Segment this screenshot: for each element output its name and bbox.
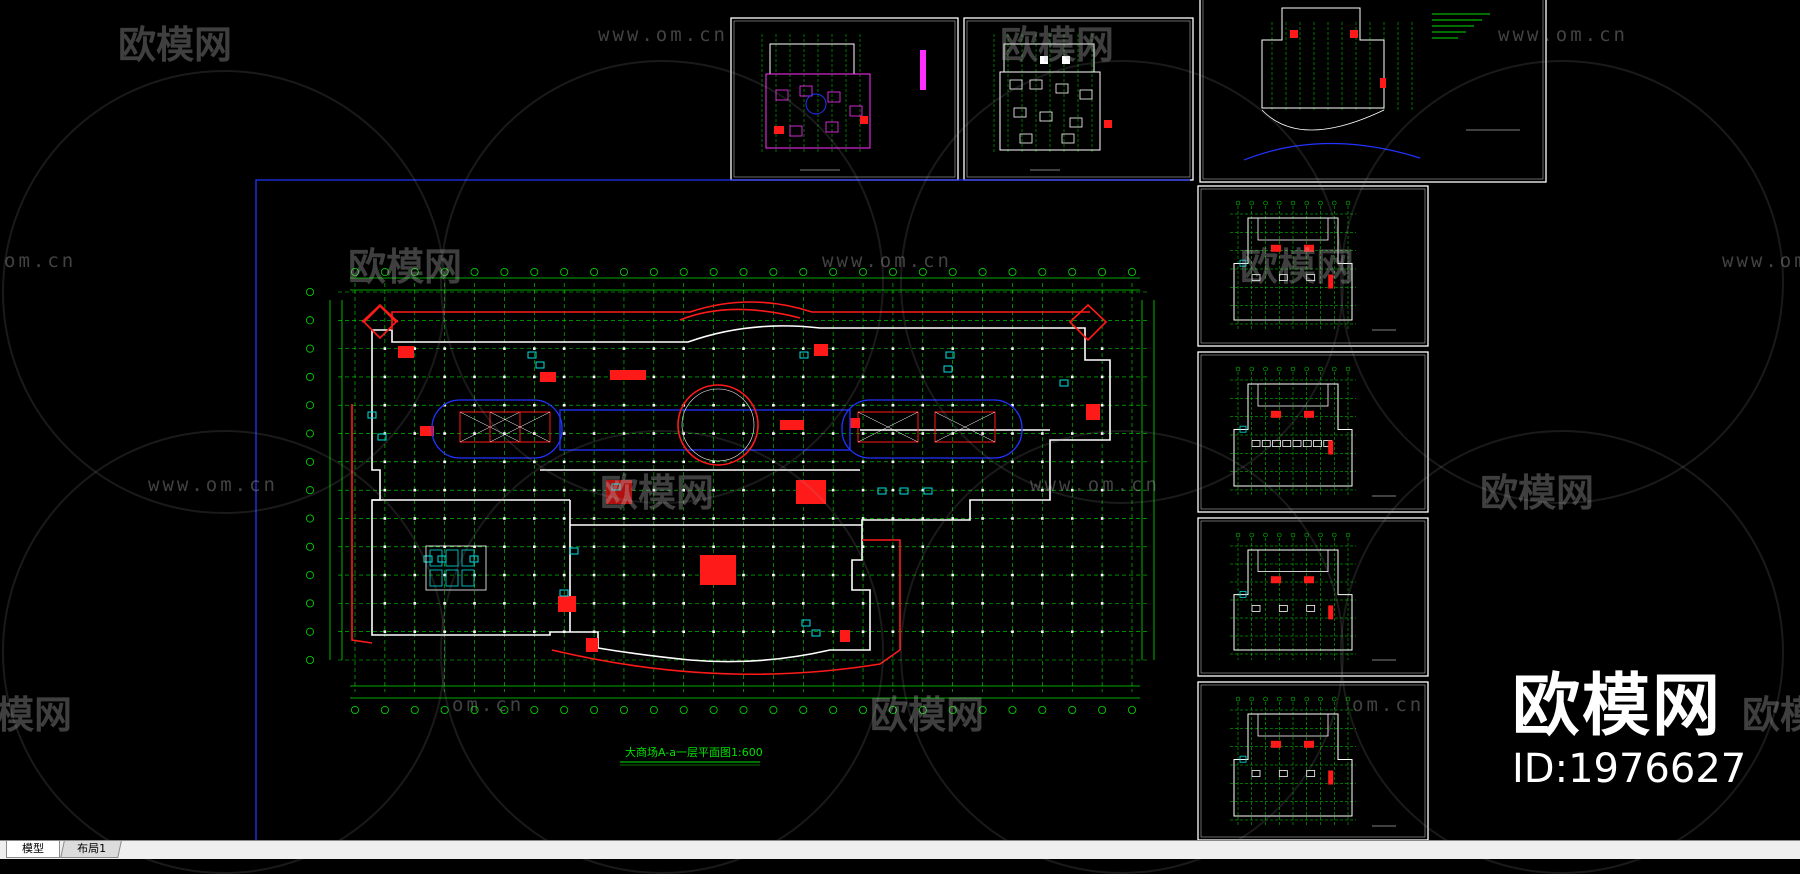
watermark-url: www.om.cn <box>822 250 952 272</box>
tab-model-label: 模型 <box>22 842 44 855</box>
watermark-logo: 欧模网 <box>1742 693 1800 737</box>
brand-watermark: 欧模网 ID:1976627 <box>1512 667 1747 793</box>
watermark-url: www.om.cn <box>1030 474 1160 496</box>
watermark-logo: 欧模网 <box>870 693 985 737</box>
tab-model[interactable]: 模型 <box>6 841 60 858</box>
layout-tab-bar: 模型 布局1 <box>0 840 1800 859</box>
tab-layout-1[interactable]: 布局1 <box>60 841 122 858</box>
brand-id: ID:1976627 <box>1512 746 1747 792</box>
watermark-logo: 欧模网 <box>348 245 463 289</box>
watermark-logo: 欧模网 <box>1240 245 1355 289</box>
watermark-url: www.om.cn <box>1722 250 1800 272</box>
brand-name: 欧模网 <box>1512 667 1723 746</box>
watermark-logo: 欧模网 <box>118 23 233 67</box>
watermark-logo: 欧模网 <box>1000 23 1115 67</box>
watermark-logo: 欧模网 <box>0 693 73 737</box>
watermark-ring <box>2 430 446 874</box>
watermark-ring <box>900 430 1344 874</box>
watermark-url: www.om.cn <box>148 474 278 496</box>
watermark-url: om.cn <box>1352 694 1425 716</box>
watermark-logo: 欧模网 <box>600 471 715 515</box>
watermark-logo: 欧模网 <box>1480 471 1595 515</box>
watermark-url: www.om.cn <box>1498 24 1628 46</box>
watermark-url: www.om.cn <box>598 24 728 46</box>
watermark-url: om.cn <box>452 694 525 716</box>
tab-layout-1-label: 布局1 <box>76 842 106 855</box>
watermark-url: om.cn <box>4 250 77 272</box>
